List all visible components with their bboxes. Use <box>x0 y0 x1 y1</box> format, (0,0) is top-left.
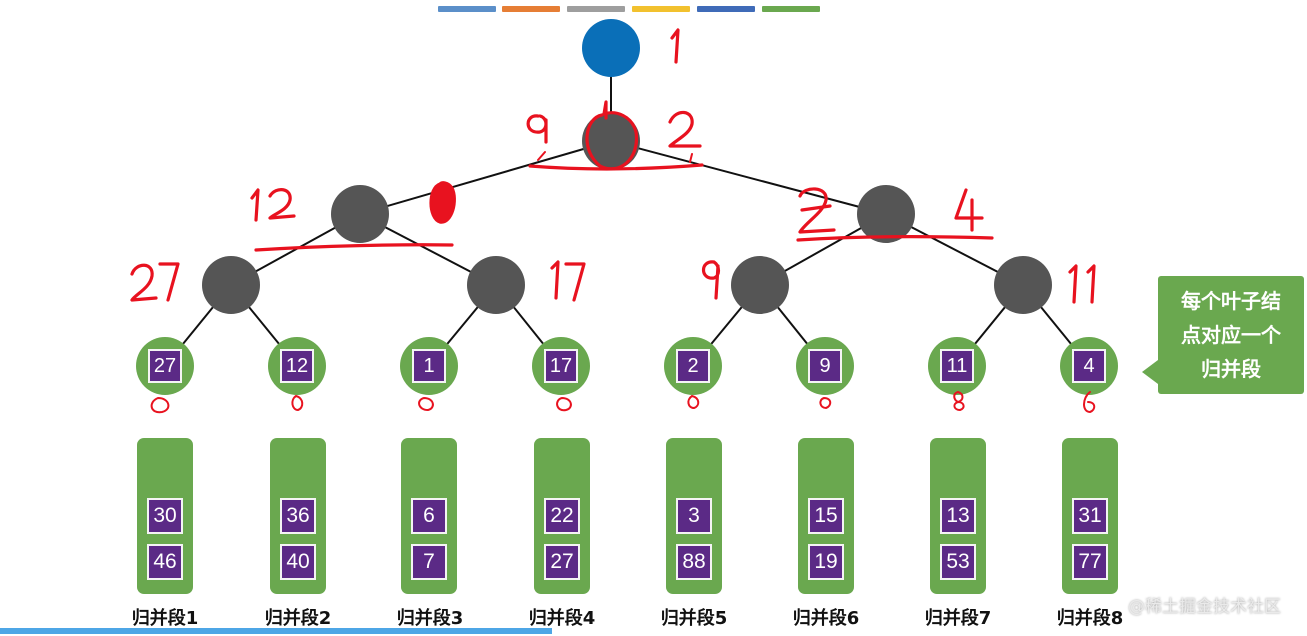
progress-segment[interactable] <box>632 6 690 12</box>
leaf-value: 11 <box>940 349 974 383</box>
internal-node <box>857 185 915 243</box>
run-column: 6 7 <box>401 438 457 594</box>
annotation-27 <box>130 262 180 302</box>
callout-line: 每个叶子结 <box>1181 289 1281 313</box>
run-value: 27 <box>544 544 580 580</box>
leaf-value: 1 <box>412 349 446 383</box>
internal-node <box>202 256 260 314</box>
edge <box>359 140 612 215</box>
annotation-9 <box>526 114 548 144</box>
internal-node <box>467 256 525 314</box>
annotation-4 <box>954 188 984 232</box>
run-value: 13 <box>940 498 976 534</box>
run-value: 15 <box>808 498 844 534</box>
annotation-node-circle <box>585 100 639 171</box>
leaf-mark <box>687 394 700 410</box>
internal-node <box>331 185 389 243</box>
run-value: 19 <box>808 544 844 580</box>
run-value: 46 <box>147 544 183 580</box>
run-column: 30 46 <box>137 438 193 594</box>
tree-edges <box>164 48 1090 367</box>
run-value: 53 <box>940 544 976 580</box>
progress-segment[interactable] <box>567 6 625 12</box>
annotation-2-right <box>668 110 702 148</box>
run-column: 3 88 <box>666 438 722 594</box>
annotation-underline <box>254 243 454 252</box>
run-label: 归并段4 <box>528 608 596 629</box>
run-value: 31 <box>1072 498 1108 534</box>
run-column: 22 27 <box>534 438 590 594</box>
progress-segment[interactable] <box>697 6 755 12</box>
leaf-value: 2 <box>676 349 710 383</box>
progress-segment[interactable] <box>438 6 496 12</box>
callout-pointer <box>1142 360 1158 384</box>
leaf-value: 9 <box>808 349 842 383</box>
internal-node <box>582 112 640 170</box>
run-value: 22 <box>544 498 580 534</box>
slide-progress-bar[interactable] <box>0 6 1307 14</box>
run-column: 13 53 <box>930 438 986 594</box>
run-label: 归并段7 <box>924 608 992 629</box>
edge <box>610 140 887 215</box>
annotation-2-level2 <box>798 187 836 234</box>
annotation-root-1 <box>670 28 680 64</box>
run-label: 归并段1 <box>131 608 199 629</box>
run-value: 77 <box>1072 544 1108 580</box>
run-label: 归并段2 <box>264 608 332 629</box>
callout-line: 点对应一个 <box>1181 323 1281 347</box>
leaf-mark <box>418 396 434 412</box>
callout-box: 每个叶子结 点对应一个 归并段 <box>1158 276 1304 394</box>
run-value: 40 <box>280 544 316 580</box>
run-value: 3 <box>676 498 712 534</box>
run-column: 31 77 <box>1062 438 1118 594</box>
annotation-11 <box>1068 264 1096 304</box>
leaf-mark <box>953 390 965 412</box>
callout-line: 归并段 <box>1201 357 1261 381</box>
run-value: 7 <box>411 544 447 580</box>
run-label: 归并段8 <box>1056 608 1124 629</box>
leaf-value: 17 <box>544 349 578 383</box>
annotation-underline <box>537 151 693 163</box>
progress-segment[interactable] <box>502 6 560 12</box>
callout-text: 每个叶子结 点对应一个 归并段 <box>1158 284 1304 386</box>
leaf-mark <box>150 396 170 414</box>
root-node <box>582 19 640 77</box>
annotation-12 <box>250 188 296 222</box>
run-value: 88 <box>676 544 712 580</box>
annotation-17 <box>550 260 586 302</box>
leaf-mark <box>819 396 832 410</box>
run-column: 36 40 <box>270 438 326 594</box>
run-column: 15 19 <box>798 438 854 594</box>
handwritten-annotations <box>130 28 1096 414</box>
run-label: 归并段6 <box>792 608 860 629</box>
progress-segment[interactable] <box>762 6 820 12</box>
run-label: 归并段5 <box>660 608 728 629</box>
leaf-mark <box>556 396 572 412</box>
annotation-0-left <box>429 181 456 224</box>
internal-node <box>731 256 789 314</box>
video-progress-strip[interactable] <box>0 628 552 634</box>
watermark: @稀土掘金技术社区 <box>1128 597 1281 617</box>
run-label: 归并段3 <box>396 608 464 629</box>
leaf-value: 27 <box>148 349 182 383</box>
internal-node <box>994 256 1052 314</box>
annotation-underline <box>528 163 704 171</box>
run-value: 30 <box>147 498 183 534</box>
run-value: 36 <box>280 498 316 534</box>
annotation-9-level3 <box>701 260 721 300</box>
annotation-underline <box>796 235 994 242</box>
leaf-mark <box>291 394 304 412</box>
leaf-mark <box>1083 391 1096 414</box>
leaf-value: 12 <box>280 349 314 383</box>
leaf-value: 4 <box>1072 349 1106 383</box>
run-value: 6 <box>411 498 447 534</box>
